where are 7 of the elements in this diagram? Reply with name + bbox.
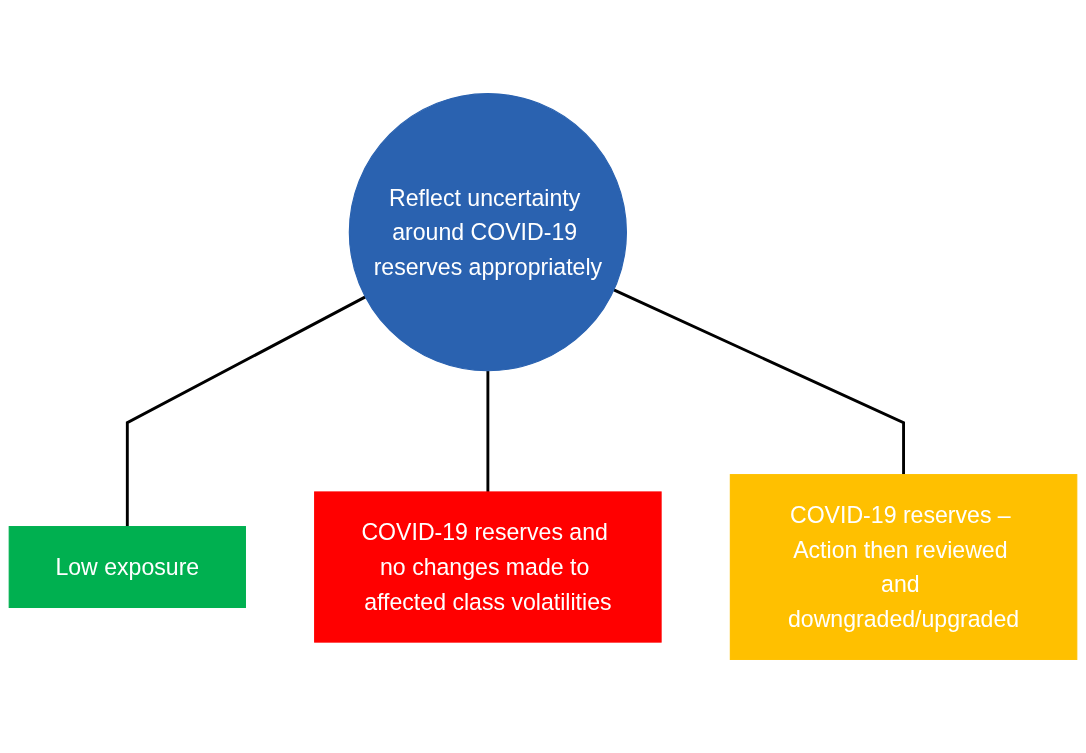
node-circle: Reflect uncertainty around COVID-19 reserves appropriately: [348, 93, 627, 372]
node-box: COVID-19 reserves – Action then reviewed and downgraded/upgraded: [729, 474, 1078, 660]
connector: [486, 370, 490, 492]
connector: [125, 295, 367, 527]
node-box: Low exposure: [8, 526, 246, 608]
node-box: COVID-19 reserves and no changes made to affected class volatilities: [314, 491, 662, 643]
connector: [613, 288, 905, 475]
